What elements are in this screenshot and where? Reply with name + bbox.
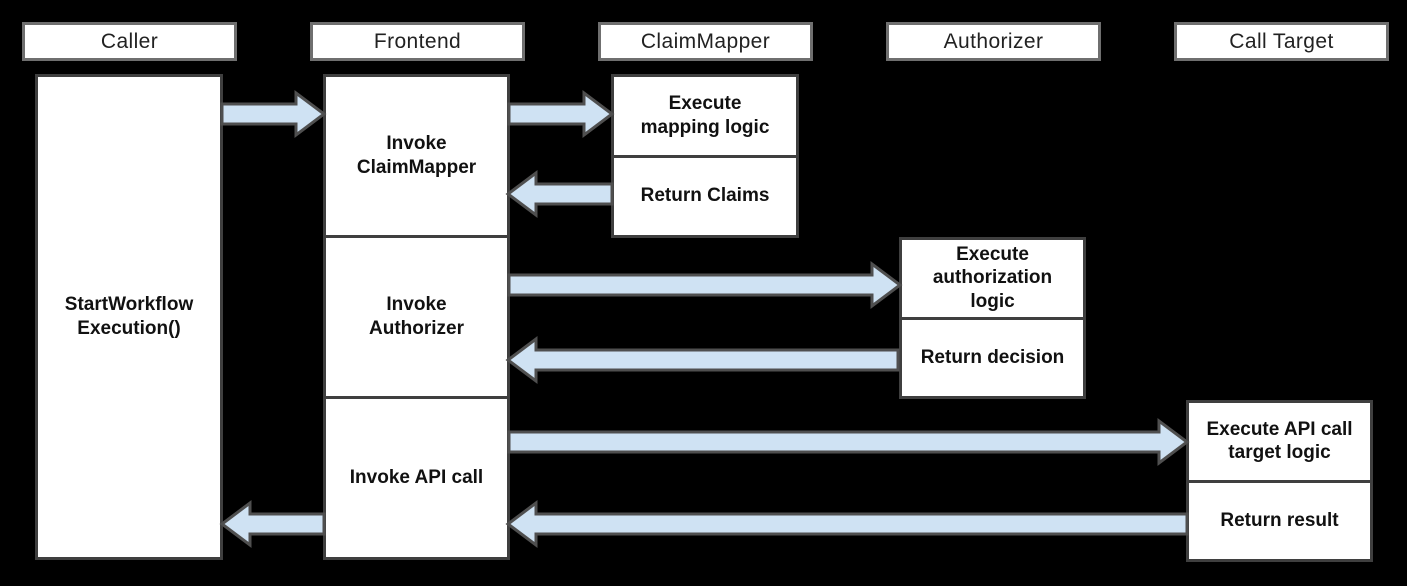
step-return-claims: Return Claims [614, 154, 796, 236]
arrow-calltarget-to-frontend-icon [505, 500, 1189, 548]
actor-label: Caller [100, 29, 159, 53]
actor-header-claimmapper: ClaimMapper [598, 22, 813, 61]
step-invoke-authorizer: Invoke Authorizer [326, 235, 507, 396]
arrow-frontend-to-calltarget-icon [507, 418, 1190, 466]
arrow-frontend-to-authorizer-icon [507, 261, 903, 309]
actor-header-calltarget: Call Target [1174, 22, 1389, 61]
actor-label: Call Target [1229, 29, 1334, 53]
actor-header-frontend: Frontend [310, 22, 525, 61]
actor-label: Frontend [373, 29, 462, 53]
authorizer-activation-box: Execute authorization logic Return decis… [899, 237, 1086, 399]
frontend-activation-box: Invoke ClaimMapper Invoke Authorizer Inv… [323, 74, 510, 560]
step-return-decision: Return decision [902, 316, 1083, 397]
step-return-result: Return result [1189, 479, 1370, 560]
claimmapper-activation-box: Execute mapping logic Return Claims [611, 74, 799, 238]
arrow-authorizer-to-frontend-icon [505, 336, 900, 384]
arrow-frontend-to-claimmapper-icon [507, 90, 615, 138]
actor-header-caller: Caller [22, 22, 237, 61]
step-execute-api-call-target-logic: Execute API call target logic [1206, 418, 1353, 464]
arrow-claimmapper-to-frontend-icon [505, 170, 614, 218]
actor-label: Authorizer [943, 29, 1044, 53]
arrow-frontend-to-caller-icon [219, 500, 326, 548]
step-execute-authorization-logic: Execute authorization logic [932, 243, 1053, 313]
step-invoke-api-call: Invoke API call [326, 396, 507, 557]
actor-header-authorizer: Authorizer [886, 22, 1101, 61]
step-invoke-claimmapper: Invoke ClaimMapper [356, 133, 477, 178]
step-execute-mapping-logic: Execute mapping logic [640, 93, 770, 138]
step-startworkflowexecution: StartWorkflow Execution() [64, 294, 194, 339]
actor-label: ClaimMapper [640, 29, 771, 53]
calltarget-activation-box: Execute API call target logic Return res… [1186, 400, 1373, 562]
caller-activation-box: StartWorkflow Execution() [35, 74, 223, 560]
arrow-caller-to-frontend-icon [220, 90, 327, 138]
